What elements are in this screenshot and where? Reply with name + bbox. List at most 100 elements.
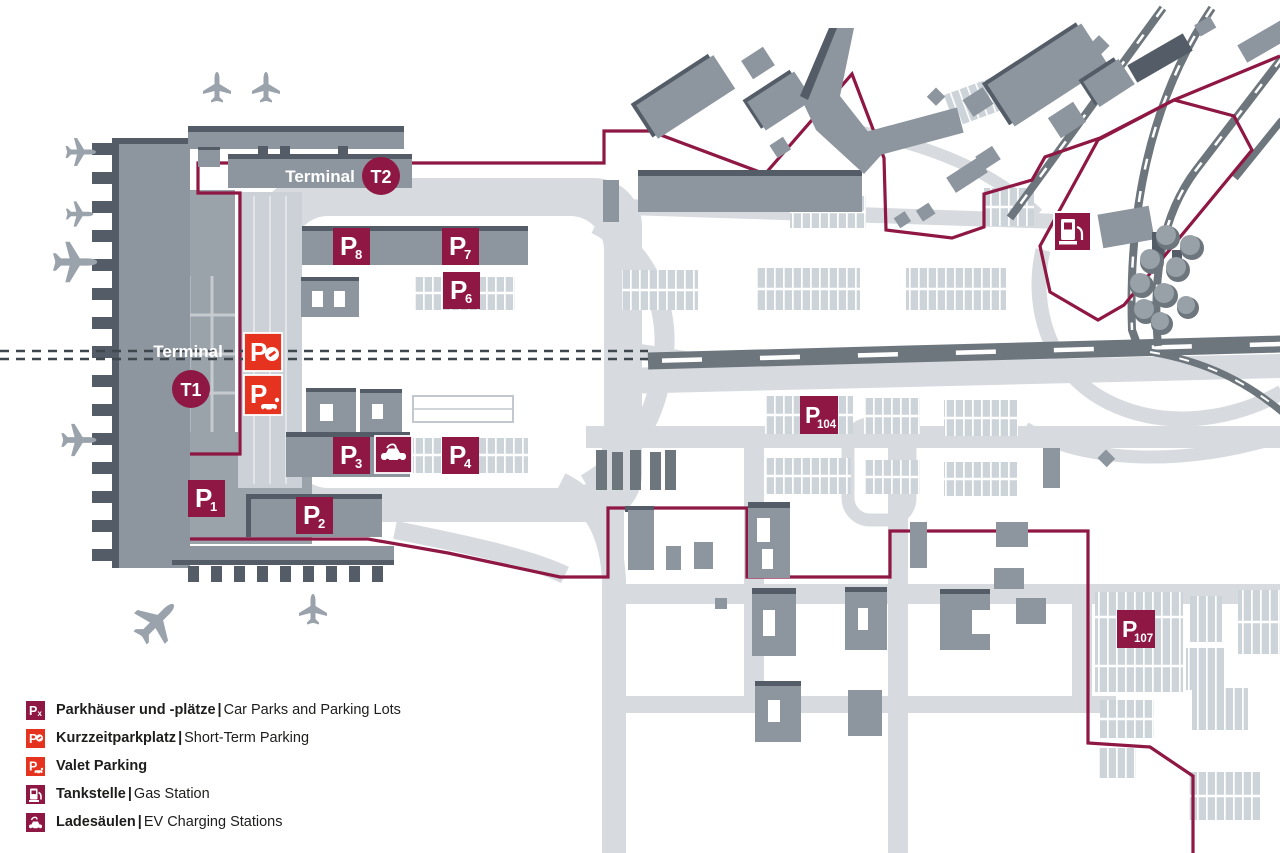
parking-badge-p7: P 7 [442, 228, 479, 265]
north-tower-edge [800, 28, 837, 100]
badge-number: 6 [465, 291, 472, 306]
airplane-icon [65, 138, 96, 166]
svg-text:P: P [29, 704, 37, 718]
short-term-badge-icon: P [26, 728, 45, 748]
badge-number: 2 [318, 516, 325, 531]
canopy [412, 395, 514, 423]
svg-text:P: P [29, 732, 37, 746]
premises-boundary-line [178, 54, 1280, 853]
sbahn-dashed-line [0, 349, 648, 361]
airplane-icon [203, 72, 231, 103]
ev-charging-legend-icon [26, 812, 45, 832]
valet-badge-icon: P [26, 756, 45, 776]
small-building-5 [975, 145, 1001, 171]
badge-number: 1 [210, 499, 217, 514]
badge-letter: P [195, 483, 212, 513]
parking-disc-icon [265, 347, 279, 361]
legend: P x Parkhäuser und -plätze|Car Parks and… [26, 696, 401, 836]
terminal-pier [92, 138, 394, 582]
edge-building-2 [1194, 16, 1217, 37]
gas-station-building [1097, 205, 1155, 249]
parking-badge-p104: P 104 [800, 396, 838, 434]
legend-label: Ladesäulen|EV Charging Stations [56, 814, 283, 830]
buildings [92, 13, 1280, 742]
legend-label: Parkhäuser und -plätze|Car Parks and Par… [56, 702, 401, 718]
badge-number: 4 [464, 456, 472, 471]
parking-badge-p2: P 2 [296, 497, 333, 534]
valet-parking-badge: P [243, 374, 283, 416]
edge-building-1 [1237, 13, 1280, 63]
parking-badge-p6: P 6 [443, 272, 480, 309]
badge-letter: P [449, 231, 466, 261]
svg-text:P: P [29, 759, 37, 773]
small-building-4 [946, 157, 988, 193]
terminal2-label: Terminal T2 [285, 157, 400, 195]
cargo-building [638, 170, 862, 212]
terminal1-code-circle [172, 370, 210, 408]
legend-row-car-parks: P x Parkhäuser und -plätze|Car Parks and… [26, 696, 401, 724]
badge-number: 3 [355, 456, 362, 471]
parking-badge-p1: P 1 [188, 480, 225, 517]
badge-number: 107 [1134, 633, 1153, 645]
gas-station-legend-icon [26, 784, 45, 804]
north-cube [769, 136, 792, 159]
parking-badge-p8: P 8 [333, 228, 370, 265]
small-building-3 [893, 211, 912, 229]
badge-letter: P [340, 231, 357, 261]
legend-label: Valet Parking [56, 758, 148, 774]
fuel-tanks [1130, 225, 1204, 335]
airplane-icon [61, 423, 97, 457]
badge-letter: P [303, 500, 320, 530]
badge-letter: P [250, 337, 267, 367]
northeast-building-1 [981, 22, 1109, 127]
north-building-3 [742, 69, 813, 131]
garage-small-c [360, 389, 402, 434]
parking-badge-p107: P 107 [1117, 610, 1155, 648]
valet-car-icon [261, 397, 280, 412]
badge-letter: P [1122, 616, 1137, 642]
northeast-building-2 [962, 87, 994, 117]
legend-row-ev: Ladesäulen|EV Charging Stations [26, 808, 401, 836]
badge-letter: P [250, 379, 267, 409]
terminal2-code-circle [362, 157, 400, 195]
badge-number: 8 [355, 247, 362, 262]
north-building-2 [741, 46, 775, 80]
small-building-2 [915, 202, 936, 222]
car-park-badge-icon: P x [26, 700, 45, 720]
gas-station-badge [1053, 211, 1092, 252]
badge-number: 7 [464, 247, 471, 262]
airplane-icon [124, 589, 189, 654]
legend-row-short-term: P Kurzzeitparkplatz|Short-Term Parking [26, 724, 401, 752]
north-building-1 [630, 53, 736, 139]
airplane-icon [65, 201, 94, 227]
small-building [603, 180, 619, 222]
legend-label: Kurzzeitparkplatz|Short-Term Parking [56, 730, 310, 746]
airplane-icon [252, 72, 280, 103]
parking-badge-p4: P 4 [442, 437, 479, 474]
garage-small-a [301, 277, 359, 317]
north-building-4 [860, 107, 964, 159]
northeast-building-4 [1078, 57, 1135, 108]
legend-label: Tankstelle|Gas Station [56, 786, 210, 802]
terminal2-code: T2 [370, 167, 391, 187]
badge-number: 104 [817, 419, 837, 431]
badge-letter: P [340, 440, 357, 470]
ev-charging-badge [374, 435, 413, 474]
terminal1-name: Terminal [153, 342, 223, 361]
gas-pump-icon [1059, 219, 1084, 245]
legend-row-gas: Tankstelle|Gas Station [26, 780, 401, 808]
airplane-icon [299, 594, 327, 625]
south-buildings [596, 448, 1116, 742]
diamond-1 [926, 87, 946, 106]
terminal1-code: T1 [180, 380, 201, 400]
short-term-parking-badge: P [243, 332, 283, 372]
parking-badge-p3: P 3 [333, 437, 370, 474]
garage-small-b [306, 388, 356, 432]
legend-row-valet: P Valet Parking [26, 752, 401, 780]
badge-letter: P [805, 402, 820, 428]
airplane-icon [52, 241, 98, 283]
northeast-building-3 [1047, 101, 1087, 139]
terminal1-label: Terminal T1 [153, 342, 223, 408]
